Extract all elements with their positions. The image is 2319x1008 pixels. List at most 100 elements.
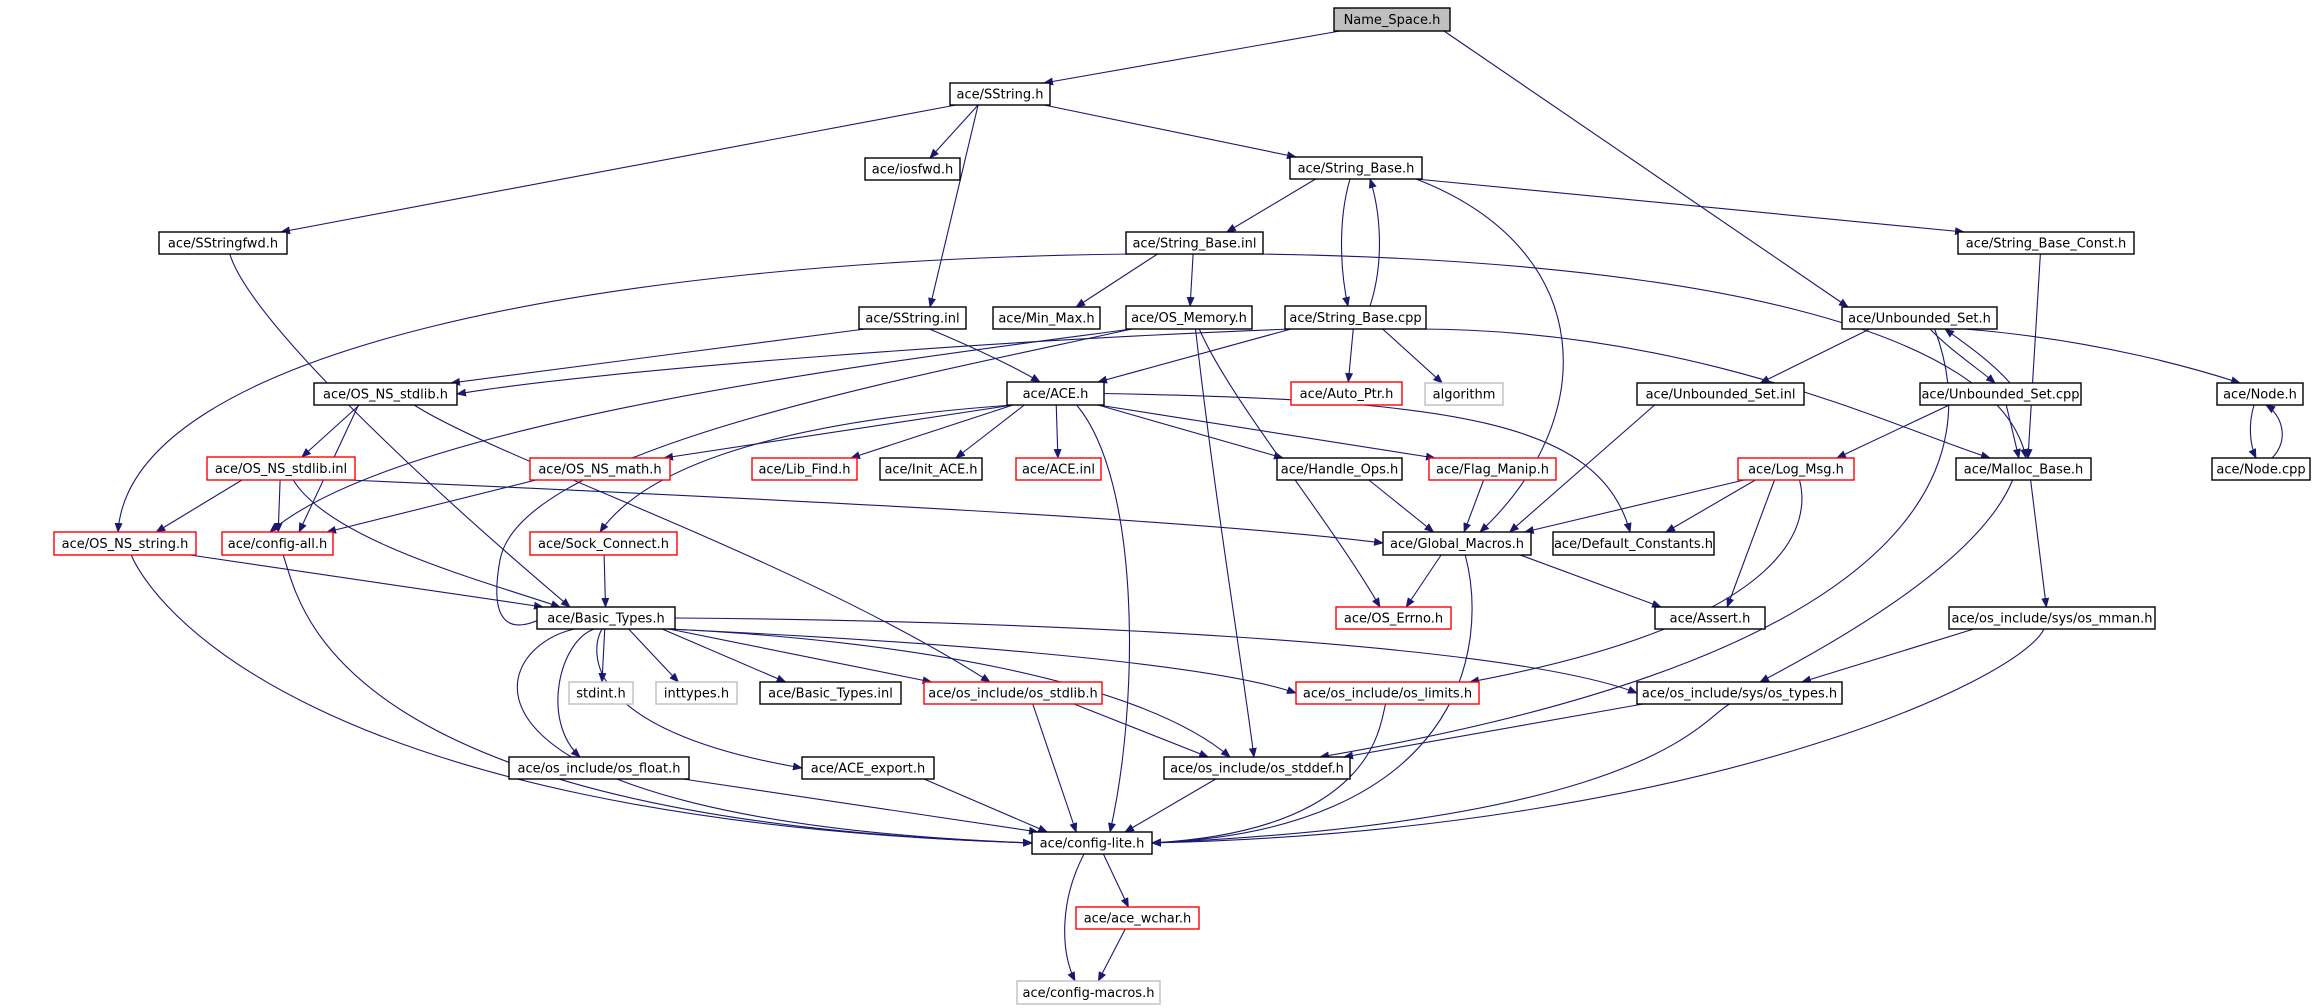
node-os-ns-stdlib-h[interactable]: ace/OS_NS_stdlib.h — [313, 382, 458, 406]
node-box — [1015, 457, 1102, 481]
node-label: ace/OS_NS_stdlib.h — [323, 388, 448, 403]
edge-string_base_h-to-string_base_inl — [1225, 178, 1316, 233]
edge-ace_export-to-config_lite — [923, 778, 1049, 833]
node-box — [655, 681, 738, 705]
node-label: ace/OS_Memory.h — [1131, 311, 1247, 326]
node-os-memory[interactable]: ace/OS_Memory.h — [1125, 305, 1253, 330]
edge-basic_types_h-to-os_float — [557, 628, 595, 758]
edge-malloc_base-to-os_mman — [2030, 479, 2050, 608]
node-label: ace/os_include/os_stddef.h — [1170, 762, 1344, 777]
node-default-constants[interactable]: ace/Default_Constants.h — [1552, 531, 1715, 556]
node-label: ace/Assert.h — [1670, 612, 1751, 627]
node-string-base-const[interactable]: ace/String_Base_Const.h — [1957, 231, 2135, 255]
node-malloc-base[interactable]: ace/Malloc_Base.h — [1955, 457, 2092, 481]
node-box — [1290, 381, 1403, 406]
node-config-macros: ace/config-macros.h — [1016, 980, 1161, 1005]
node-box — [1552, 531, 1715, 556]
edge-global_macros-to-os_errno — [1405, 554, 1442, 608]
node-min-max[interactable]: ace/Min_Max.h — [992, 306, 1101, 330]
node-sock-connect[interactable]: ace/Sock_Connect.h — [529, 531, 678, 556]
node-box — [759, 681, 902, 705]
node-box — [1075, 906, 1200, 930]
node-box — [1289, 156, 1423, 180]
node-init-ace[interactable]: ace/Init_ACE.h — [879, 457, 983, 481]
node-box — [992, 306, 1101, 330]
node-os-ns-string[interactable]: ace/OS_NS_string.h — [53, 531, 197, 556]
node-os-stddef[interactable]: ace/os_include/os_stddef.h — [1163, 756, 1351, 780]
edge-os_stdlib-to-config_lite — [1032, 703, 1078, 833]
edge-os_stddef-to-config_lite — [1124, 778, 1217, 833]
node-global-macros[interactable]: ace/Global_Macros.h — [1382, 531, 1532, 556]
node-label: algorithm — [1433, 388, 1496, 403]
node-unbounded-set-h[interactable]: ace/Unbounded_Set.h — [1841, 306, 1998, 330]
node-os-errno[interactable]: ace/OS_Errno.h — [1335, 606, 1452, 630]
node-handle-ops[interactable]: ace/Handle_Ops.h — [1276, 457, 1403, 481]
node-ace-inl[interactable]: ace/ACE.inl — [1015, 457, 1102, 481]
node-ace-export[interactable]: ace/ACE_export.h — [801, 756, 935, 780]
edge-basic_types_h-to-config_lite — [516, 628, 1033, 847]
edge-ace_h-to-handle_ops — [1097, 404, 1284, 460]
node-sstring-inl[interactable]: ace/SString.inl — [858, 306, 967, 330]
edge-unbounded_set_cpp-to-malloc_base — [2005, 404, 2021, 459]
node-os-stdlib[interactable]: ace/os_include/os_stdlib.h — [923, 681, 1103, 705]
node-label: ace/String_Base_Const.h — [1966, 237, 2126, 252]
node-ace-wchar[interactable]: ace/ace_wchar.h — [1075, 906, 1200, 930]
node-config-all[interactable]: ace/config-all.h — [221, 531, 334, 556]
edge-os_memory-to-basic_types_h — [496, 328, 1133, 626]
node-node-cpp[interactable]: ace/Node.cpp — [2211, 457, 2311, 481]
node-label: inttypes.h — [664, 687, 729, 702]
node-string-base-h[interactable]: ace/String_Base.h — [1289, 156, 1423, 180]
node-unbounded-set-inl[interactable]: ace/Unbounded_Set.inl — [1636, 382, 1805, 406]
node-os-limits[interactable]: ace/os_include/os_limits.h — [1295, 681, 1480, 705]
node-log-msg[interactable]: ace/Log_Msg.h — [1737, 457, 1855, 481]
node-sstringfwd[interactable]: ace/SStringfwd.h — [158, 231, 288, 255]
node-stdint: stdint.h — [568, 681, 634, 705]
edge-ace_h-to-ace_inl — [1053, 404, 1062, 459]
node-flag-manip[interactable]: ace/Flag_Manip.h — [1428, 457, 1557, 481]
node-os-types[interactable]: ace/os_include/sys/os_types.h — [1636, 681, 1843, 705]
node-lib-find[interactable]: ace/Lib_Find.h — [751, 457, 858, 481]
edge-string_base_cpp-to-string_base_h — [1368, 178, 1380, 307]
node-sstring[interactable]: ace/SString.h — [949, 82, 1051, 106]
node-iosfwd[interactable]: ace/iosfwd.h — [864, 157, 961, 181]
node-os-float[interactable]: ace/os_include/os_float.h — [508, 756, 690, 780]
node-label: ace/SString.h — [957, 88, 1044, 103]
node-assert-h[interactable]: ace/Assert.h — [1654, 606, 1766, 630]
node-box — [313, 382, 458, 406]
node-os-mman[interactable]: ace/os_include/sys/os_mman.h — [1948, 606, 2156, 630]
edge-global_macros-to-assert_h — [1520, 554, 1662, 608]
node-string-base-inl[interactable]: ace/String_Base.inl — [1125, 231, 1264, 255]
edge-log_msg-to-assert_h — [1726, 479, 1776, 608]
node-label: ace/os_include/sys/os_types.h — [1642, 687, 1837, 702]
node-os-ns-stdlib-inl[interactable]: ace/OS_NS_stdlib.inl — [206, 456, 356, 481]
edge-sstring-to-sstringfwd — [280, 104, 957, 235]
edge-ace_h-to-lib_find — [850, 404, 1014, 460]
node-box — [529, 531, 678, 556]
node-label: ace/os_include/os_float.h — [517, 762, 680, 777]
node-box — [864, 157, 961, 181]
edge-string_base_cpp-to-algorithm — [1382, 328, 1444, 384]
node-auto-ptr[interactable]: ace/Auto_Ptr.h — [1290, 381, 1403, 406]
node-label: ace/Unbounded_Set.h — [1848, 312, 1991, 327]
node-node-h[interactable]: ace/Node.h — [2216, 382, 2304, 406]
edge-string_base_cpp-to-os_ns_stdlib_h — [456, 328, 1292, 397]
edge-os_ns_math-to-config_all — [326, 479, 537, 534]
edge-node_cpp-to-node_h — [2265, 404, 2283, 459]
edge-ace_wchar-to-config_macros — [1097, 928, 1126, 982]
node-basic-types-inl[interactable]: ace/Basic_Types.inl — [759, 681, 902, 705]
node-label: ace/Auto_Ptr.h — [1300, 387, 1394, 402]
edge-os_types-to-os_stddef — [1343, 703, 1644, 760]
node-ace-h[interactable]: ace/ACE.h — [1006, 381, 1105, 406]
node-label: ace/Unbounded_Set.cpp — [1921, 388, 2079, 403]
node-basic-types-h[interactable]: ace/Basic_Types.h — [536, 606, 676, 630]
node-string-base-cpp[interactable]: ace/String_Base.cpp — [1284, 305, 1427, 330]
edge-sstringfwd-to-basic_types_h — [229, 253, 571, 608]
node-label: ace/SString.inl — [865, 312, 959, 327]
node-config-lite[interactable]: ace/config-lite.h — [1031, 831, 1153, 855]
edge-os_limits-to-config_lite — [1151, 703, 1387, 847]
node-name-space[interactable]: Name_Space.h — [1333, 7, 1451, 32]
node-box — [1276, 457, 1403, 481]
node-os-ns-math[interactable]: ace/OS_NS_math.h — [529, 457, 671, 481]
node-unbounded-set-cpp[interactable]: ace/Unbounded_Set.cpp — [1919, 382, 2082, 406]
edge-ace_h-to-default_constants — [1103, 392, 1632, 533]
